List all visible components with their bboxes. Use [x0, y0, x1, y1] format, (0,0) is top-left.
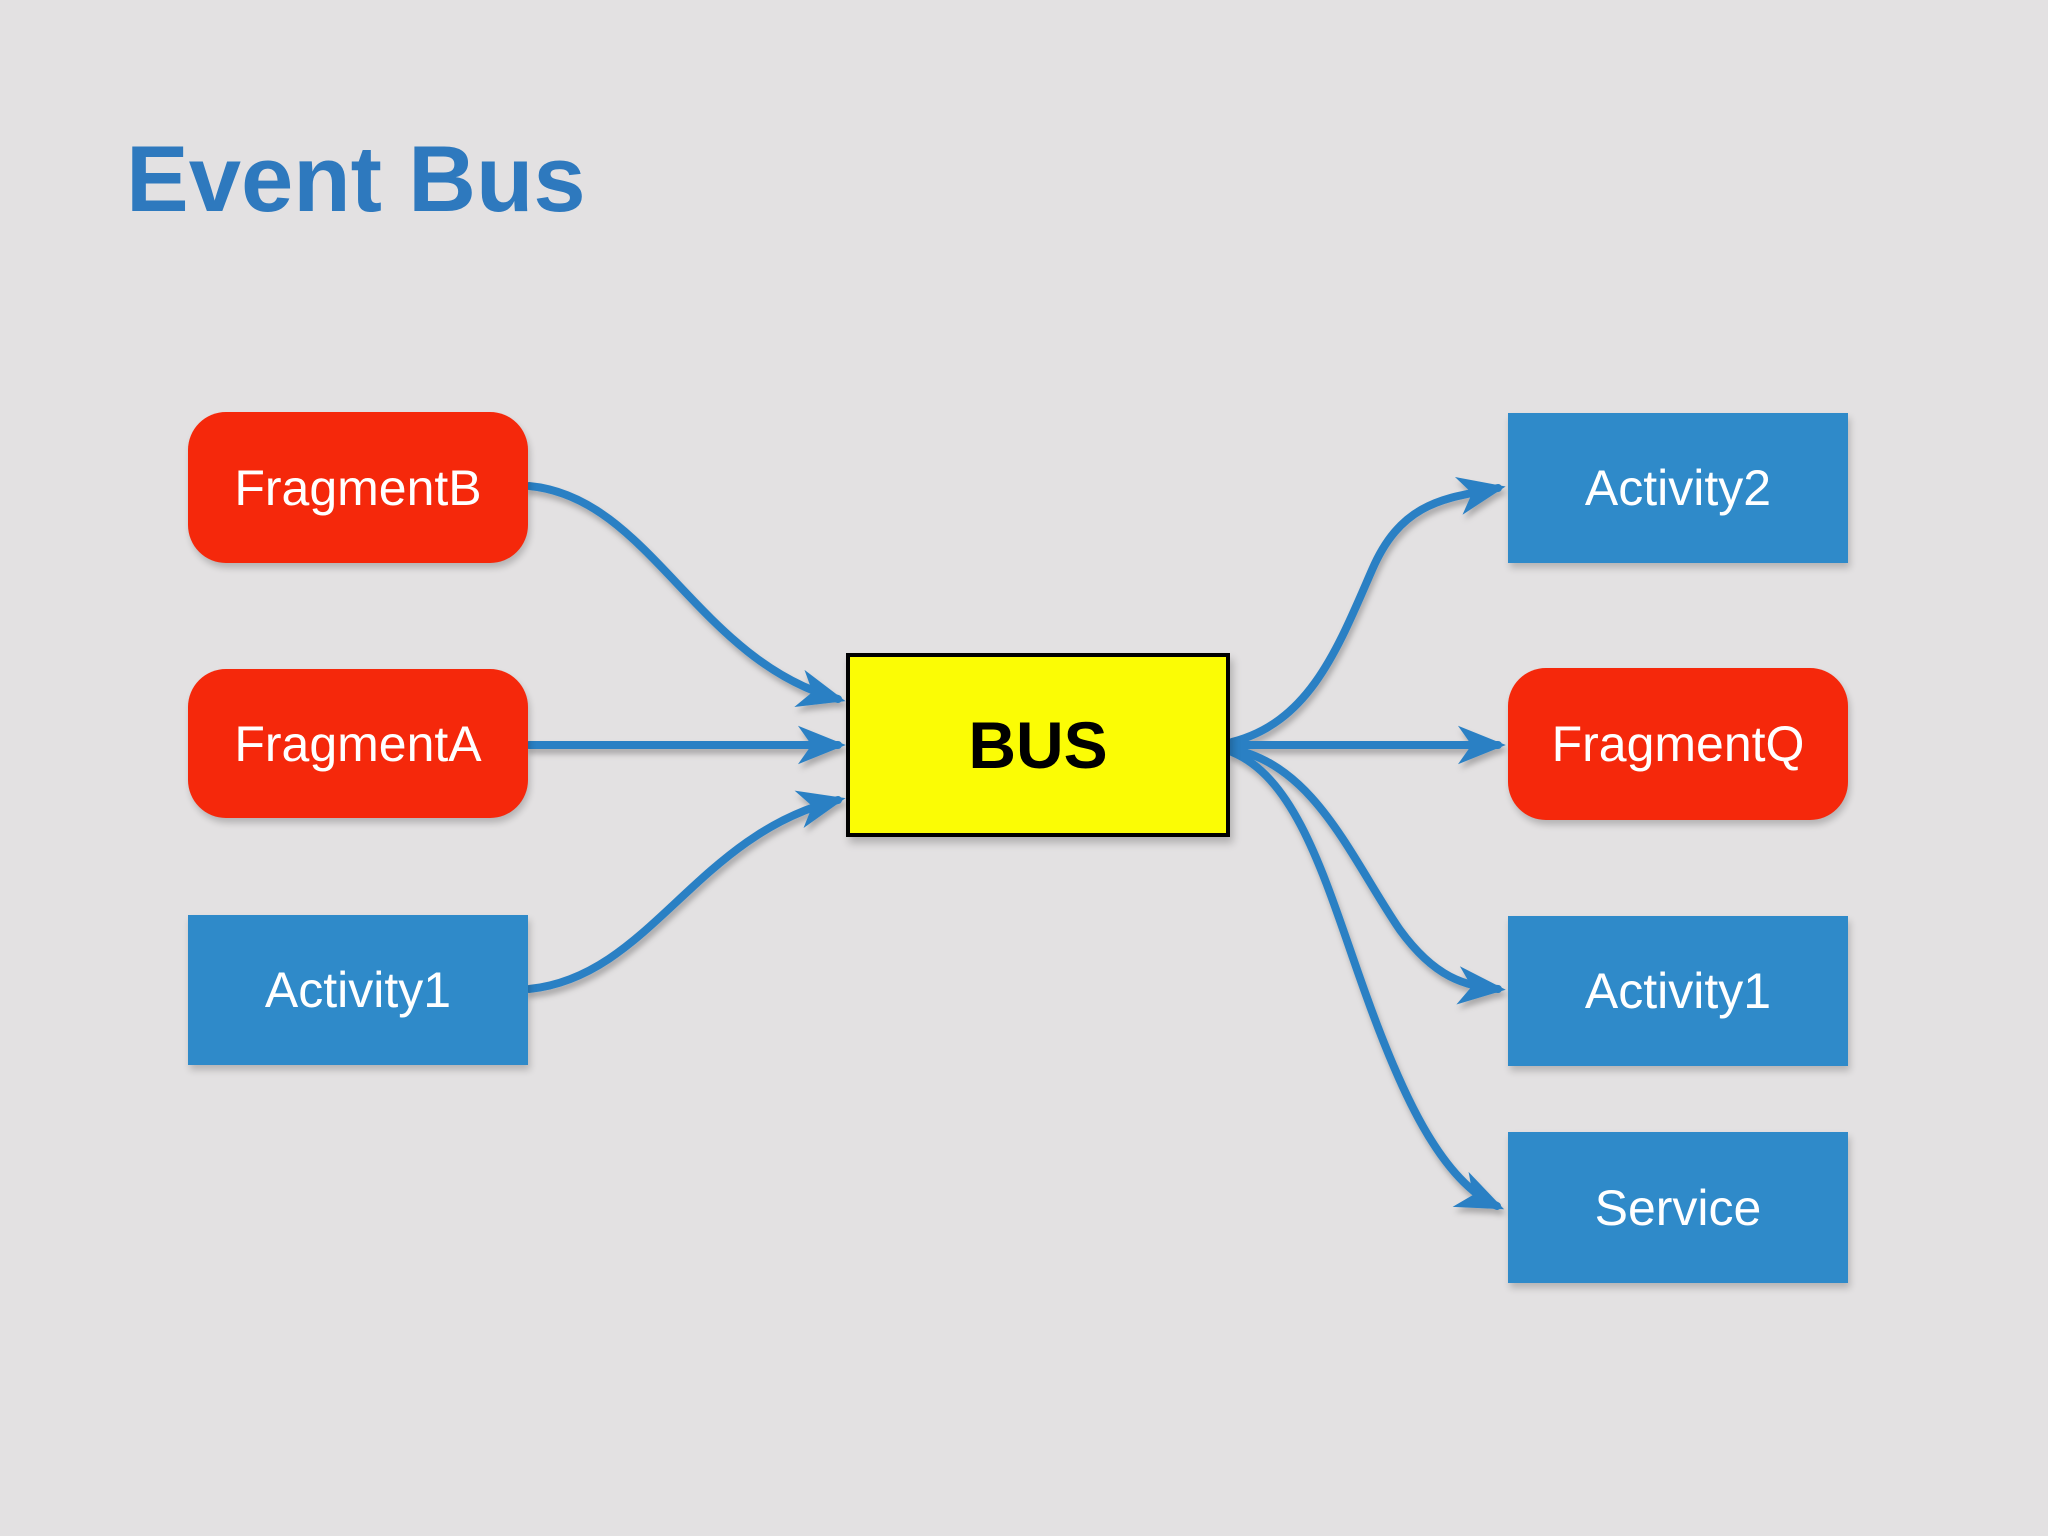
slide-title: Event Bus [126, 126, 586, 231]
arrow-bus-to-activity2 [1228, 476, 1506, 746]
node-fragmenta-label: FragmentA [234, 715, 482, 772]
node-service-label: Service [1594, 1179, 1762, 1236]
node-fragmentb: FragmentB [188, 412, 528, 563]
arrow-activity1-to-bus [525, 790, 846, 993]
node-fragmentq-label: FragmentQ [1551, 716, 1805, 772]
node-activity1-right: Activity1 [1508, 916, 1848, 1066]
node-activity2-label: Activity2 [1584, 460, 1772, 516]
node-activity1-right-label: Activity1 [1584, 963, 1772, 1019]
node-activity2: Activity2 [1508, 413, 1848, 563]
arrow-fragmentb-to-bus [525, 482, 846, 707]
node-activity1-left: Activity1 [188, 915, 528, 1065]
node-bus: BUS [846, 653, 1230, 837]
node-fragmenta: FragmentA [188, 669, 528, 818]
node-service: Service [1508, 1132, 1848, 1283]
node-activity1-left-label: Activity1 [264, 962, 452, 1018]
arrow-bus-to-activity1 [1228, 745, 1506, 1005]
arrow-bus-to-service [1228, 748, 1505, 1210]
node-bus-label: BUS [968, 708, 1108, 782]
node-fragmentb-label: FragmentB [234, 459, 482, 516]
node-fragmentq: FragmentQ [1508, 668, 1848, 820]
